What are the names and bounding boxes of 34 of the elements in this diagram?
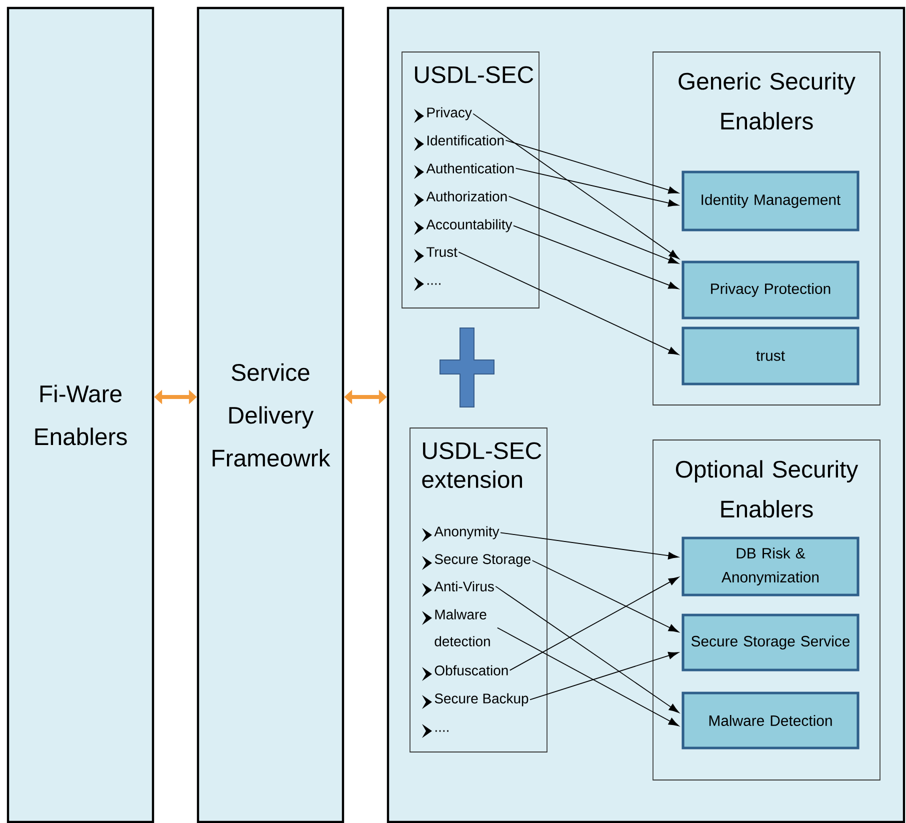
list-item: Authentication — [426, 163, 514, 174]
ellipsis: .... — [427, 283, 440, 285]
arrow — [509, 576, 679, 671]
enabler-box: trust — [682, 326, 860, 386]
list-item: Authorization — [426, 191, 507, 202]
ellipsis: .... — [435, 730, 448, 732]
arrow — [530, 652, 679, 700]
list-item: Identification — [427, 135, 504, 146]
list-item: Trust — [426, 247, 458, 257]
arrow — [515, 168, 679, 207]
list-item: Secure Storage — [434, 554, 530, 567]
enabler-box: Identity Management — [682, 170, 860, 232]
arrow — [496, 627, 679, 726]
enabler-box: Privacy Protection — [682, 260, 860, 320]
arrow — [532, 560, 679, 632]
enabler-box: DB Risk & Anonymization — [682, 536, 860, 596]
arrow — [472, 113, 680, 260]
list-item: Accountability — [426, 219, 512, 232]
arrow — [495, 586, 680, 713]
arrow — [458, 252, 679, 355]
arrow — [513, 225, 679, 290]
enabler-box: Malware Detection — [682, 692, 860, 750]
list-item: Anonymity — [434, 526, 500, 540]
panel: Service Delivery Frameowrk — [196, 6, 344, 823]
list-item: Secure Backup — [434, 693, 528, 706]
arrow — [500, 532, 679, 560]
arrow — [508, 196, 679, 264]
list-item: Privacy — [427, 107, 472, 120]
panel: Fi-Ware Enablers — [6, 6, 154, 823]
arrow — [505, 140, 679, 194]
enabler-box: Secure Storage Service — [682, 614, 860, 672]
list-item: Anti-Virus — [434, 581, 494, 592]
list-item: Obfuscation — [434, 665, 508, 676]
list-item: Malware detection — [434, 609, 490, 646]
